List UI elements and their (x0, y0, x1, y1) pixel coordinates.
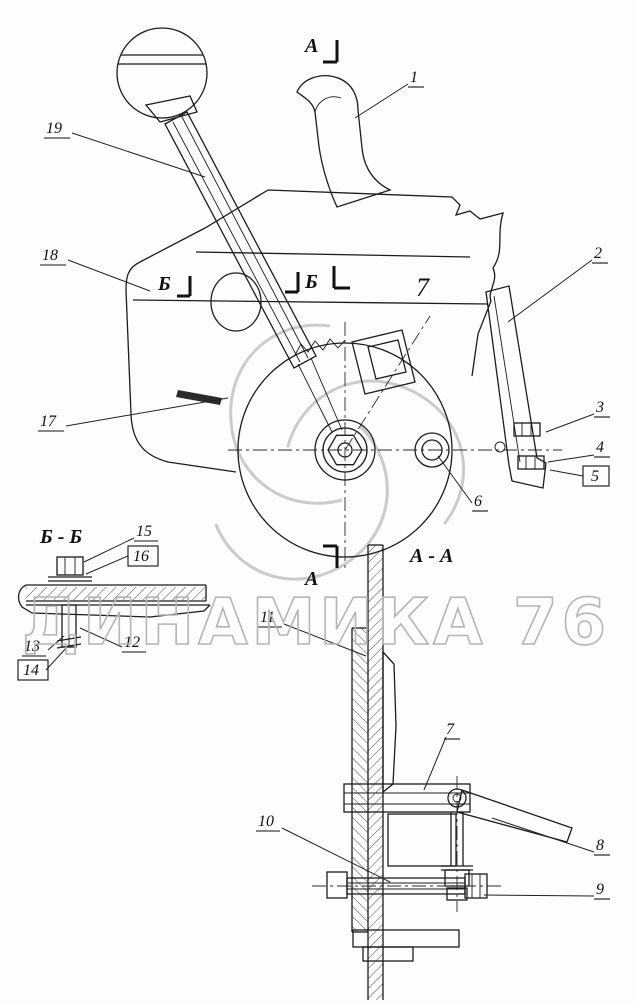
aa-angle-bracket-part11 (351, 627, 460, 962)
main-view: А А Б Б 7 (116, 27, 562, 590)
callout-16-box (127, 545, 159, 567)
callout-11: 11 (260, 609, 275, 626)
cut-mark-a-bottom: А (303, 544, 339, 590)
callout-14-box (17, 659, 49, 681)
callout-4: 4 (596, 439, 604, 456)
callout-15: 15 (136, 523, 152, 540)
bb-bolt (48, 556, 92, 582)
cut-letter-a-bottom: А (303, 568, 318, 590)
leader-lines (45, 83, 595, 897)
callout-19: 19 (46, 120, 62, 137)
cut-mark-b-left: Б (157, 273, 192, 298)
plate-stamp-mark: 7 (416, 273, 430, 302)
curved-guide-inner-line (314, 96, 342, 113)
mounting-bracket (125, 189, 504, 473)
callout-12: 12 (124, 634, 140, 651)
callout-5: 5 (591, 468, 599, 485)
callout-18: 18 (42, 247, 58, 264)
bb-plates (17, 584, 211, 618)
cut-mark-a-top: А (303, 35, 339, 64)
aa-blade-lever (456, 789, 573, 843)
lever-shaft (164, 111, 343, 433)
lever-knob (116, 27, 208, 123)
washer-part6 (414, 432, 450, 468)
callout-14: 14 (23, 662, 39, 679)
cut-letter-b-left: Б (157, 273, 171, 295)
section-aa-view: А - А (312, 544, 573, 1000)
pawl-assembly (351, 329, 416, 395)
aa-horizontal-bolt-part9 (312, 776, 505, 912)
bolt-part4 (517, 455, 545, 470)
sector-disc (237, 338, 453, 558)
ratchet-teeth (294, 338, 346, 356)
side-strip-part2 (485, 285, 547, 489)
callout-9: 9 (596, 881, 604, 898)
section-bb-view: Б - Б (17, 526, 211, 649)
brand-swirl-logo (207, 323, 497, 612)
watermark-text: ДИНАМИКА 76 (22, 586, 610, 660)
callout-5-box (582, 465, 610, 487)
callout-10: 10 (258, 813, 274, 830)
callout-1: 1 (410, 69, 418, 86)
callout-2: 2 (594, 245, 602, 262)
cut-letter-a-top: А (303, 35, 318, 57)
centerline-pawl-axis (344, 315, 431, 451)
bolt-part3 (513, 422, 541, 437)
callout-6: 6 (474, 493, 482, 510)
center-hex-nut (327, 434, 363, 466)
callout-3: 3 (595, 399, 604, 416)
section-aa-title: А - А (408, 545, 453, 567)
callout-labels: 19 18 17 1 2 3 4 5 6 15 16 12 13 14 11 7… (17, 69, 610, 900)
callout-8: 8 (596, 837, 604, 854)
curved-guide-part1 (296, 75, 392, 208)
bb-pin-part12 (56, 604, 82, 649)
cut-mark-b-right: Б (285, 266, 350, 294)
callout-7: 7 (446, 721, 455, 738)
section-bb-title: Б - Б (39, 526, 82, 548)
callout-16: 16 (133, 548, 149, 565)
callout-13: 13 (24, 638, 40, 655)
cut-letter-b-right: Б (304, 271, 318, 293)
aa-spacer-block (387, 813, 457, 867)
callout-17: 17 (40, 413, 57, 430)
